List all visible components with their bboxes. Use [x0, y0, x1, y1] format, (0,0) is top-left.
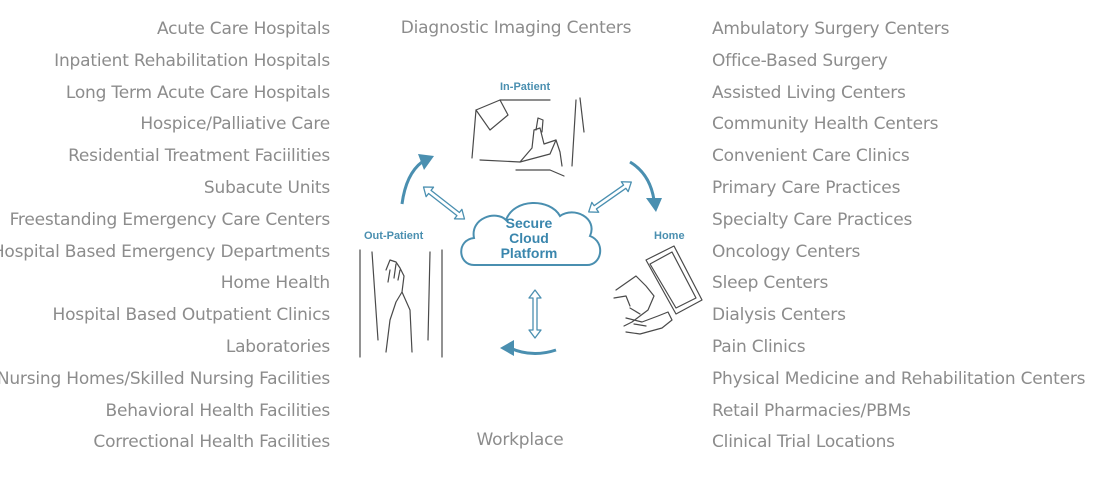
left-list-item: Hospital Based Emergency Departments: [0, 241, 330, 262]
curved-arrow-bottom-left: [500, 340, 557, 356]
right-list-item: Primary Care Practices: [712, 177, 901, 198]
left-list-item: Residential Treatment Faciilities: [68, 146, 330, 167]
two-way-arrow-lower: [528, 289, 542, 339]
left-list-item: Subacute Units: [203, 177, 330, 198]
left-list-item: Hospital Based Outpatient Clinics: [52, 305, 331, 326]
in-patient-label: In-Patient: [500, 81, 550, 93]
right-list-item: Office-Based Surgery: [712, 50, 888, 71]
left-list-item: Acute Care Hospitals: [157, 19, 330, 39]
left-list-item: Laboratories: [225, 336, 330, 357]
curved-arrow-down-right: [629, 160, 662, 212]
diagnostic-imaging-caption: Diagnostic Imaging Centers: [400, 18, 632, 38]
right-list-item: Community Health Centers: [712, 114, 939, 135]
right-list-item: Clinical Trial Locations: [712, 432, 895, 453]
cloud-icon: Secure Cloud Platform: [460, 202, 601, 267]
right-list-item: Sleep Centers: [712, 273, 829, 294]
left-list-item: Home Health: [220, 273, 330, 294]
left-list-item: Behavioral Health Facilities: [105, 400, 330, 421]
left-list-item: Correctional Health Facilities: [93, 432, 330, 453]
in-patient-illustration: In-Patient: [471, 81, 585, 177]
right-list-item: Oncology Centers: [712, 241, 861, 262]
right-list-item: Ambulatory Surgery Centers: [712, 19, 950, 39]
cloud-text-cloud: Cloud: [509, 230, 549, 246]
right-list-item: Dialysis Centers: [712, 305, 846, 326]
right-list-item: Convenient Care Clinics: [712, 146, 910, 167]
left-list-item: Hospice/Palliative Care: [140, 114, 330, 135]
two-way-arrow-upper-left: [422, 186, 466, 220]
cloud-text-secure: Secure: [506, 215, 553, 231]
right-list-item: Physical Medicine and Rehabilitation Cen…: [712, 368, 1086, 389]
left-list-item: Freestanding Emergency Care Centers: [9, 209, 331, 230]
right-list-item: Retail Pharmacies/PBMs: [712, 400, 911, 421]
home-label: Home: [654, 230, 685, 242]
out-patient-label: Out-Patient: [364, 230, 424, 242]
two-way-arrow-upper-right: [588, 181, 632, 213]
right-list-item: Specialty Care Practices: [712, 209, 913, 230]
out-patient-illustration: Out-Patient: [359, 230, 443, 358]
right-list-item: Pain Clinics: [712, 336, 806, 357]
home-illustration: Home: [613, 230, 703, 335]
left-list-item: Long Term Acute Care Hospitals: [65, 82, 330, 103]
curved-arrow-up-left: [400, 154, 434, 205]
secure-cloud-diagram: In-Patient Out-Patient Home Secure Cloud…: [359, 81, 703, 358]
workplace-caption: Workplace: [476, 430, 564, 450]
right-list-item: Assisted Living Centers: [712, 82, 906, 103]
cloud-text-platform: Platform: [501, 245, 558, 261]
left-list-item: Inpatient Rehabilitation Hospitals: [54, 50, 330, 71]
left-list-item: Nursing Homes/Skilled Nursing Facilities: [0, 368, 330, 389]
